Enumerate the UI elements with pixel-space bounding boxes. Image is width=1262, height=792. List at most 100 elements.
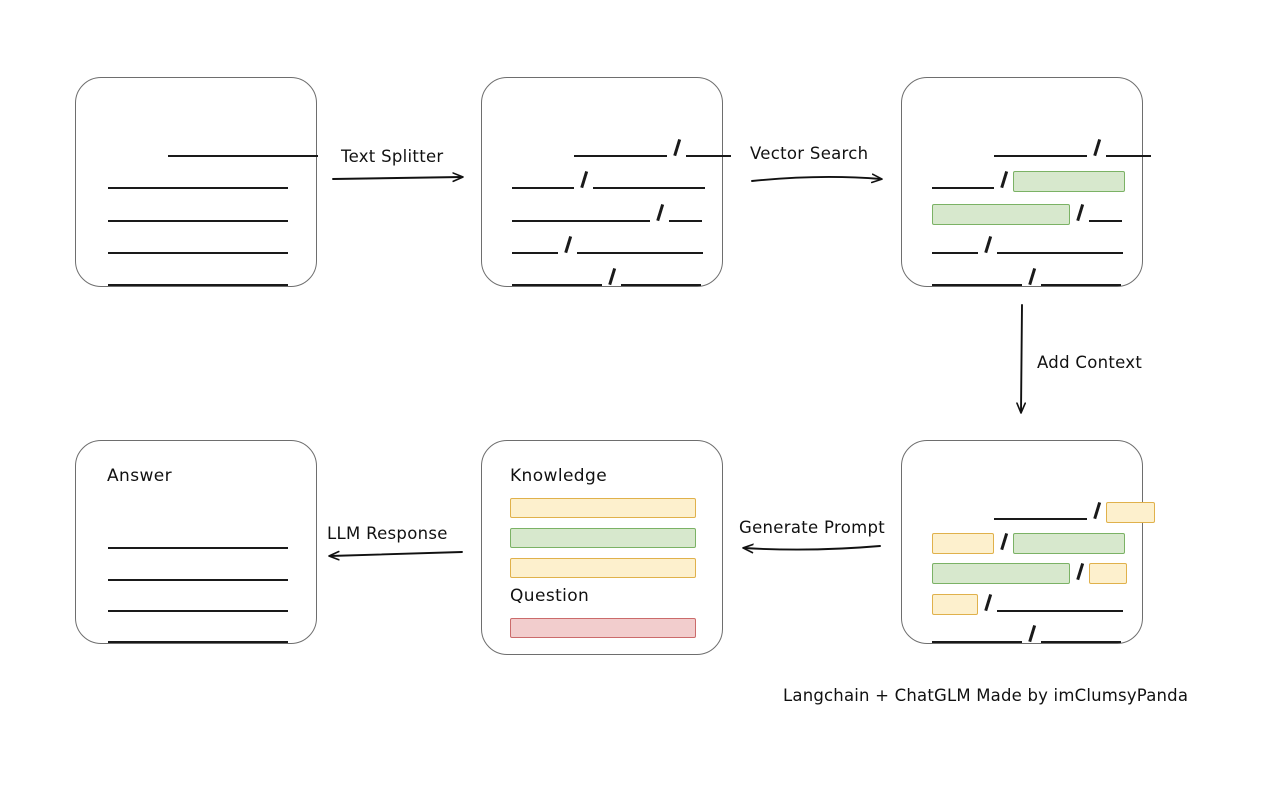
- text-row: [932, 125, 1151, 158]
- text-line-segment: [108, 251, 288, 254]
- text-line-segment: [1106, 155, 1151, 158]
- slash-separator: [1025, 268, 1038, 285]
- text-line-segment: [574, 155, 667, 158]
- answer-rows: [76, 441, 316, 643]
- text-line-segment: [994, 517, 1087, 520]
- node-vector-matches[interactable]: [901, 77, 1151, 287]
- context-added-rows: [902, 441, 1155, 643]
- text-row: [512, 157, 722, 190]
- slash-separator: [605, 268, 618, 285]
- text-line-segment: [593, 187, 705, 190]
- text-line-segment: [997, 610, 1123, 613]
- source-document-rows: [76, 78, 318, 287]
- text-row: [932, 489, 1155, 523]
- question-bar-1: [510, 618, 696, 638]
- text-row: [932, 551, 1142, 585]
- text-row: [932, 612, 1142, 643]
- text-row: [932, 254, 1142, 287]
- highlight-chip-green: [932, 203, 1070, 225]
- node-source-document[interactable]: [75, 77, 318, 287]
- text-line-segment: [512, 251, 558, 254]
- text-line-segment: [108, 609, 288, 612]
- highlight-chip-green: [1013, 171, 1125, 193]
- text-row: [108, 125, 318, 158]
- highlight-chip-yellow: [932, 532, 994, 554]
- slash-separator: [997, 533, 1010, 550]
- highlight-chip-green: [1013, 532, 1125, 554]
- slash-separator: [981, 594, 994, 611]
- slash-separator: [577, 171, 590, 188]
- highlight-chip-green: [932, 563, 1070, 585]
- slash-separator: [561, 236, 574, 253]
- slash-separator: [1090, 502, 1103, 519]
- text-line-segment: [108, 284, 288, 287]
- node-answer[interactable]: Answer: [75, 440, 317, 644]
- highlight-chip-yellow: [1106, 501, 1155, 523]
- knowledge-bar-3: [510, 558, 696, 578]
- text-row: [932, 222, 1142, 254]
- text-line-segment: [512, 187, 574, 190]
- text-line-segment: [512, 219, 650, 222]
- text-row: [512, 125, 731, 158]
- slash-separator: [997, 171, 1010, 188]
- text-line-segment: [168, 155, 318, 158]
- knowledge-bar-2: [510, 528, 696, 548]
- question-label: Question: [510, 586, 590, 606]
- text-row: [932, 189, 1142, 225]
- text-line-segment: [932, 187, 994, 190]
- text-row: [512, 254, 722, 287]
- answer-heading: Answer: [107, 466, 173, 486]
- text-line-segment: [108, 219, 288, 222]
- text-line-segment: [1041, 640, 1121, 643]
- text-line-segment: [108, 187, 288, 190]
- text-row: [932, 520, 1142, 554]
- highlight-chip-yellow: [932, 594, 978, 616]
- text-row: [108, 518, 316, 550]
- text-line-segment: [621, 284, 701, 287]
- edge-label-text-splitter: Text Splitter: [341, 147, 444, 166]
- slash-separator: [1073, 563, 1086, 580]
- highlight-chip-yellow: [1089, 563, 1127, 585]
- knowledge-bar-1: [510, 498, 696, 518]
- slash-separator: [1025, 625, 1038, 642]
- text-line-segment: [669, 219, 702, 222]
- edge-label-generate-prompt: Generate Prompt: [739, 518, 885, 537]
- split-chunks-rows: [482, 78, 731, 287]
- text-row: [108, 157, 316, 190]
- text-row: [932, 581, 1142, 616]
- diagram-caption: Langchain + ChatGLM Made by imClumsyPand…: [783, 686, 1189, 705]
- text-row: [932, 157, 1142, 193]
- edge-label-llm-response: LLM Response: [327, 524, 448, 543]
- text-line-segment: [1041, 284, 1121, 287]
- text-line-segment: [932, 640, 1022, 643]
- edge-label-add-context: Add Context: [1037, 353, 1143, 372]
- slash-separator: [1090, 139, 1103, 156]
- vector-matches-rows: [902, 78, 1151, 287]
- text-line-segment: [512, 284, 602, 287]
- node-context-added[interactable]: [901, 440, 1155, 644]
- node-split-chunks[interactable]: [481, 77, 731, 287]
- edge-label-vector-search: Vector Search: [750, 144, 869, 163]
- text-line-segment: [997, 251, 1123, 254]
- text-row: [108, 254, 316, 287]
- knowledge-label: Knowledge: [510, 466, 608, 486]
- node-generated-prompt[interactable]: Knowledge Question: [481, 440, 723, 655]
- text-row: [108, 549, 316, 581]
- slash-separator: [653, 204, 666, 221]
- text-row: [108, 222, 316, 254]
- text-row: [108, 612, 316, 643]
- text-row: [512, 189, 722, 222]
- text-line-segment: [108, 641, 288, 643]
- text-line-segment: [994, 155, 1087, 158]
- text-row: [108, 189, 316, 222]
- slash-separator: [981, 236, 994, 253]
- slash-separator: [670, 139, 683, 156]
- text-line-segment: [1089, 219, 1122, 222]
- text-line-segment: [686, 155, 731, 158]
- text-line-segment: [108, 578, 288, 581]
- text-line-segment: [932, 251, 978, 254]
- text-line-segment: [932, 284, 1022, 287]
- text-line-segment: [108, 547, 288, 550]
- text-line-segment: [577, 251, 703, 254]
